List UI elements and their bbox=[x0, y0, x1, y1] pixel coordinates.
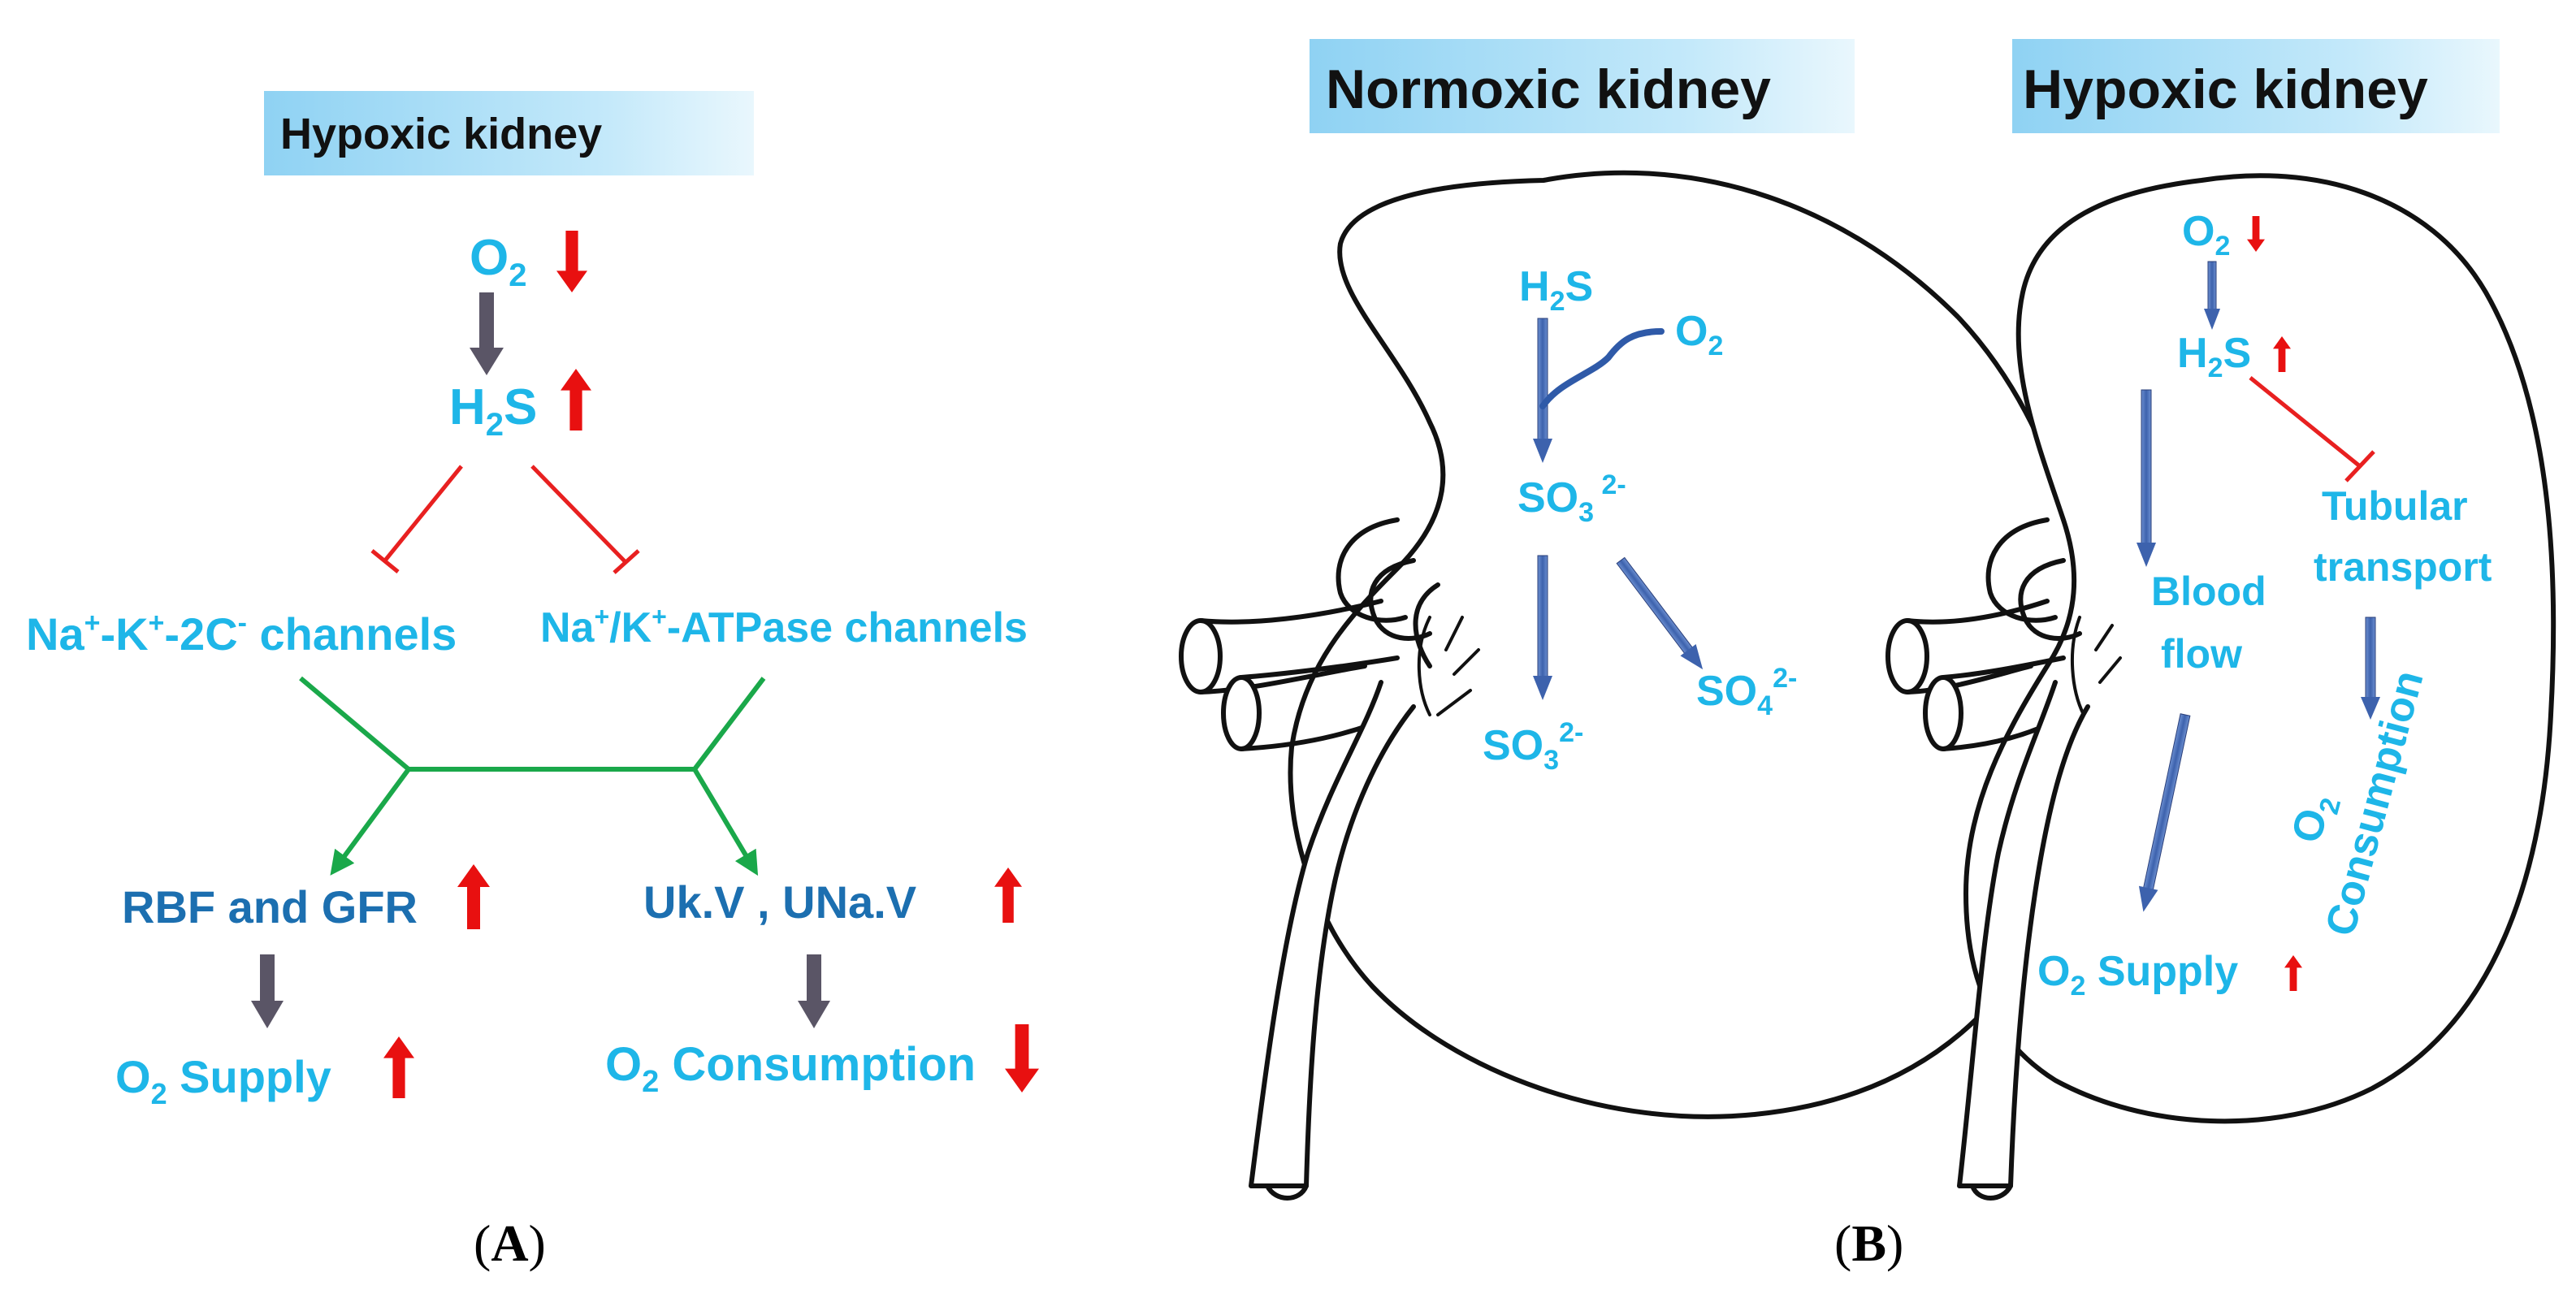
hypoxic-o2-supply-label: O2 Supply bbox=[2037, 948, 2238, 1002]
blood-flow-label-line1: Blood bbox=[2151, 569, 2266, 614]
panel-a-header-box bbox=[264, 91, 754, 175]
flow-arrow bbox=[2137, 389, 2156, 567]
nkcc-channels-label: Na+-K+-2C- channels bbox=[26, 608, 457, 660]
red-up-arrow-icon bbox=[994, 867, 1022, 923]
red-up-arrow-icon bbox=[457, 864, 490, 929]
caption-a: (A) bbox=[474, 1214, 546, 1272]
normoxic-h2s-label: H2S bbox=[1519, 263, 1593, 317]
normoxic-o2-label: O2 bbox=[1675, 308, 1723, 361]
atpase-channels-label: Na+/K+-ATPase channels bbox=[540, 602, 1028, 651]
flow-arrow bbox=[1533, 555, 1552, 700]
tubular-label-line1: Tubular bbox=[2322, 483, 2468, 529]
hypoxic-h2s-label: H2S bbox=[2177, 330, 2251, 383]
convergence-lines bbox=[299, 676, 766, 876]
caption-b: (B) bbox=[1834, 1214, 1903, 1272]
ukv-unav-label: Uk.V , UNa.V bbox=[643, 876, 916, 928]
panel-a-o2-label: O2 bbox=[470, 230, 526, 293]
flow-arrow bbox=[2204, 261, 2220, 330]
o2-binding-curve bbox=[1539, 328, 1665, 409]
process-arrow bbox=[251, 954, 284, 1028]
o2-supply-label: O2 Supply bbox=[115, 1051, 331, 1110]
inhibition-line bbox=[2249, 376, 2375, 482]
red-up-arrow-icon bbox=[383, 1036, 414, 1098]
inhibition-line bbox=[370, 465, 640, 574]
kidney-outline-icon bbox=[1885, 173, 2557, 1201]
process-arrow bbox=[798, 954, 830, 1028]
o2-consumption-label: O2 Consumption bbox=[605, 1038, 976, 1099]
panel-a-header: Hypoxic kidney bbox=[280, 110, 602, 158]
normoxic-so3-bottom-label: SO32- bbox=[1483, 717, 1583, 776]
panel-a-h2s-label: H2S bbox=[449, 379, 537, 443]
normoxic-header: Normoxic kidney bbox=[1326, 58, 1771, 120]
blood-flow-label-line2: flow bbox=[2161, 631, 2242, 677]
red-down-arrow-icon bbox=[1005, 1024, 1039, 1092]
panel-a: Hypoxic kidney O2 H2S Na+-K+-2C- channel… bbox=[26, 91, 1039, 1272]
hypoxic-header-box bbox=[2012, 39, 2500, 133]
rbf-gfr-label: RBF and GFR bbox=[122, 881, 418, 932]
normoxic-so4-label: SO42- bbox=[1696, 663, 1797, 721]
normoxic-header-box bbox=[1310, 39, 1855, 133]
panel-b: Normoxic kidney Hypoxic kidney H2S O2 SO… bbox=[1179, 39, 2557, 1272]
red-up-arrow-icon bbox=[561, 369, 591, 431]
flow-arrow bbox=[1533, 318, 1552, 463]
hypoxic-o2-label: O2 bbox=[2182, 208, 2230, 262]
red-down-arrow-icon bbox=[556, 231, 587, 292]
process-arrow bbox=[470, 292, 504, 375]
hypoxic-header: Hypoxic kidney bbox=[2023, 58, 2428, 120]
hypoxic-consumption-o2: O2 bbox=[2283, 789, 2347, 849]
flow-arrow bbox=[2361, 617, 2380, 720]
normoxic-so3-top-label: SO3 2- bbox=[1517, 469, 1626, 528]
tubular-label-line2: transport bbox=[2314, 544, 2492, 590]
flow-arrow bbox=[2138, 713, 2191, 912]
flow-arrow bbox=[1616, 556, 1704, 670]
